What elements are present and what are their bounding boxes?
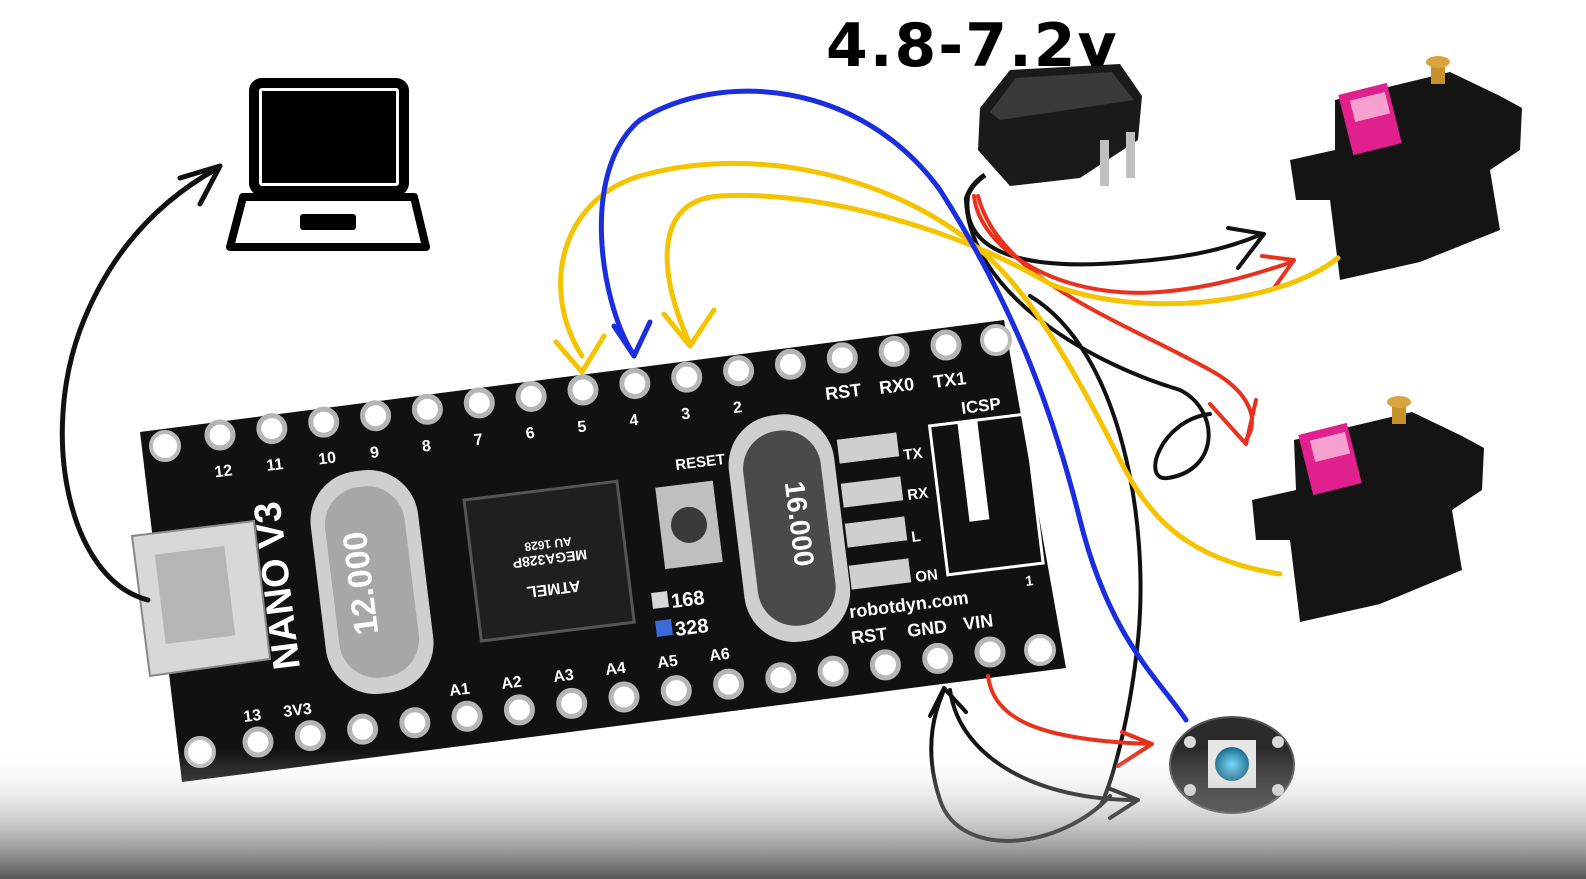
pin-label-a2: A2 <box>500 674 522 693</box>
chip-code-label: AU 1628 <box>523 534 572 554</box>
icsp-header <box>927 412 1045 577</box>
pin-label-5: 5 <box>577 418 588 436</box>
icsp-label: ICSP <box>960 394 1002 418</box>
header-pin-hole <box>556 687 588 719</box>
header-pin-hole <box>308 406 340 438</box>
header-pin-hole <box>256 413 288 445</box>
pin-label-gnd: GND <box>906 616 948 641</box>
bottom-fade <box>0 750 1586 879</box>
chip-brand-label: ATMEL <box>525 577 581 600</box>
servo-motor-icon <box>1290 56 1522 280</box>
header-pin-hole <box>774 348 806 380</box>
header-pins <box>204 329 1006 758</box>
power-adapter-icon <box>963 64 1142 201</box>
header-pin-hole <box>878 335 910 367</box>
pin-label-3v3: 3V3 <box>282 701 312 721</box>
atmega-chip: MEGA328P AU 1628 ATMEL <box>462 479 636 643</box>
header-pin-hole <box>360 400 392 432</box>
header-pin-hole <box>608 681 640 713</box>
reset-button-icon <box>655 480 723 570</box>
reset-label: RESET <box>674 451 726 474</box>
header-pin-hole <box>922 642 954 674</box>
power-gnd-wire-1 <box>965 194 1264 267</box>
header-pin-hole <box>515 380 547 412</box>
header-pin-hole <box>451 700 483 732</box>
pin-label-4: 4 <box>628 412 639 430</box>
power-gnd-wire-2 <box>964 198 1212 481</box>
pin-label-rx0: RX0 <box>878 374 915 398</box>
pin-label-10: 10 <box>317 449 337 468</box>
header-pin-hole <box>567 374 599 406</box>
pin-label-vin: VIN <box>962 610 994 634</box>
pin-label-7: 7 <box>473 431 484 449</box>
pin-label-a5: A5 <box>656 653 678 672</box>
usb-connector-icon <box>130 519 272 678</box>
pin-label-tx1: TX1 <box>932 368 967 392</box>
crystal-12mhz: 12.000 <box>310 469 434 695</box>
header-pin-hole <box>204 419 236 451</box>
header-pin-hole <box>826 342 858 374</box>
header-pin-hole <box>869 649 901 681</box>
led-tx-label: TX <box>902 445 923 464</box>
header-pin-hole <box>974 636 1006 668</box>
header-pin-hole <box>671 361 703 393</box>
pin-label-a6: A6 <box>708 646 730 665</box>
led-on-label: ON <box>914 566 938 586</box>
header-pin-hole <box>660 675 692 707</box>
header-pin-hole <box>930 329 962 361</box>
pin-label-a4: A4 <box>604 660 626 679</box>
header-pin-hole <box>399 707 431 739</box>
pin-label-8: 8 <box>421 438 432 456</box>
header-pin-hole <box>347 713 379 745</box>
pin-label-12: 12 <box>214 462 234 481</box>
usb-cable-wire <box>59 165 221 603</box>
pin-label-a1: A1 <box>448 681 470 700</box>
led-data-wire-pin4 <box>598 88 1189 723</box>
led-vcc-wire <box>986 674 1152 746</box>
pin-label-a3: A3 <box>552 667 574 686</box>
status-leds <box>836 432 912 590</box>
header-pin-hole <box>817 655 849 687</box>
pin-label-2: 2 <box>732 399 743 417</box>
voltage-label: 4.8-7.2v <box>826 11 1119 81</box>
led-rx-label: RX <box>906 485 929 504</box>
servo-signal-wire-pin3 <box>664 192 1341 347</box>
power-vcc-wire-1 <box>972 194 1294 295</box>
led-l-label: L <box>910 528 921 546</box>
pin-label-11: 11 <box>265 456 284 475</box>
arduino-nano-board: 12.000 MEGA328P AU 1628 ATMEL RESET 16.0… <box>130 320 1066 782</box>
header-pin-hole <box>294 720 326 752</box>
header-pin-hole <box>411 393 443 425</box>
header-pin-hole <box>463 387 495 419</box>
header-pin-hole <box>765 662 797 694</box>
pin-label-13: 13 <box>242 707 262 726</box>
pin-label-3: 3 <box>680 406 691 424</box>
header-pin-hole <box>619 368 651 400</box>
header-pin-hole <box>713 668 745 700</box>
variant-168-label: 168 <box>670 587 706 613</box>
laptop-icon <box>226 78 430 251</box>
header-pin-hole <box>723 355 755 387</box>
header-pin-hole <box>503 694 535 726</box>
icsp-pin1-label: 1 <box>1024 572 1034 589</box>
pin-label-6: 6 <box>525 425 536 443</box>
pin-label-9: 9 <box>369 444 380 462</box>
pin-label-rst: RST <box>824 380 862 404</box>
crystal-16mhz: 16.000 <box>728 414 851 642</box>
usb-cable-arrow <box>177 163 223 207</box>
power-vcc-wire-2 <box>976 194 1254 442</box>
variant-328-label: 328 <box>674 615 710 641</box>
pin-label-rst: RST <box>850 624 888 648</box>
servo-motor-icon <box>1252 396 1484 622</box>
